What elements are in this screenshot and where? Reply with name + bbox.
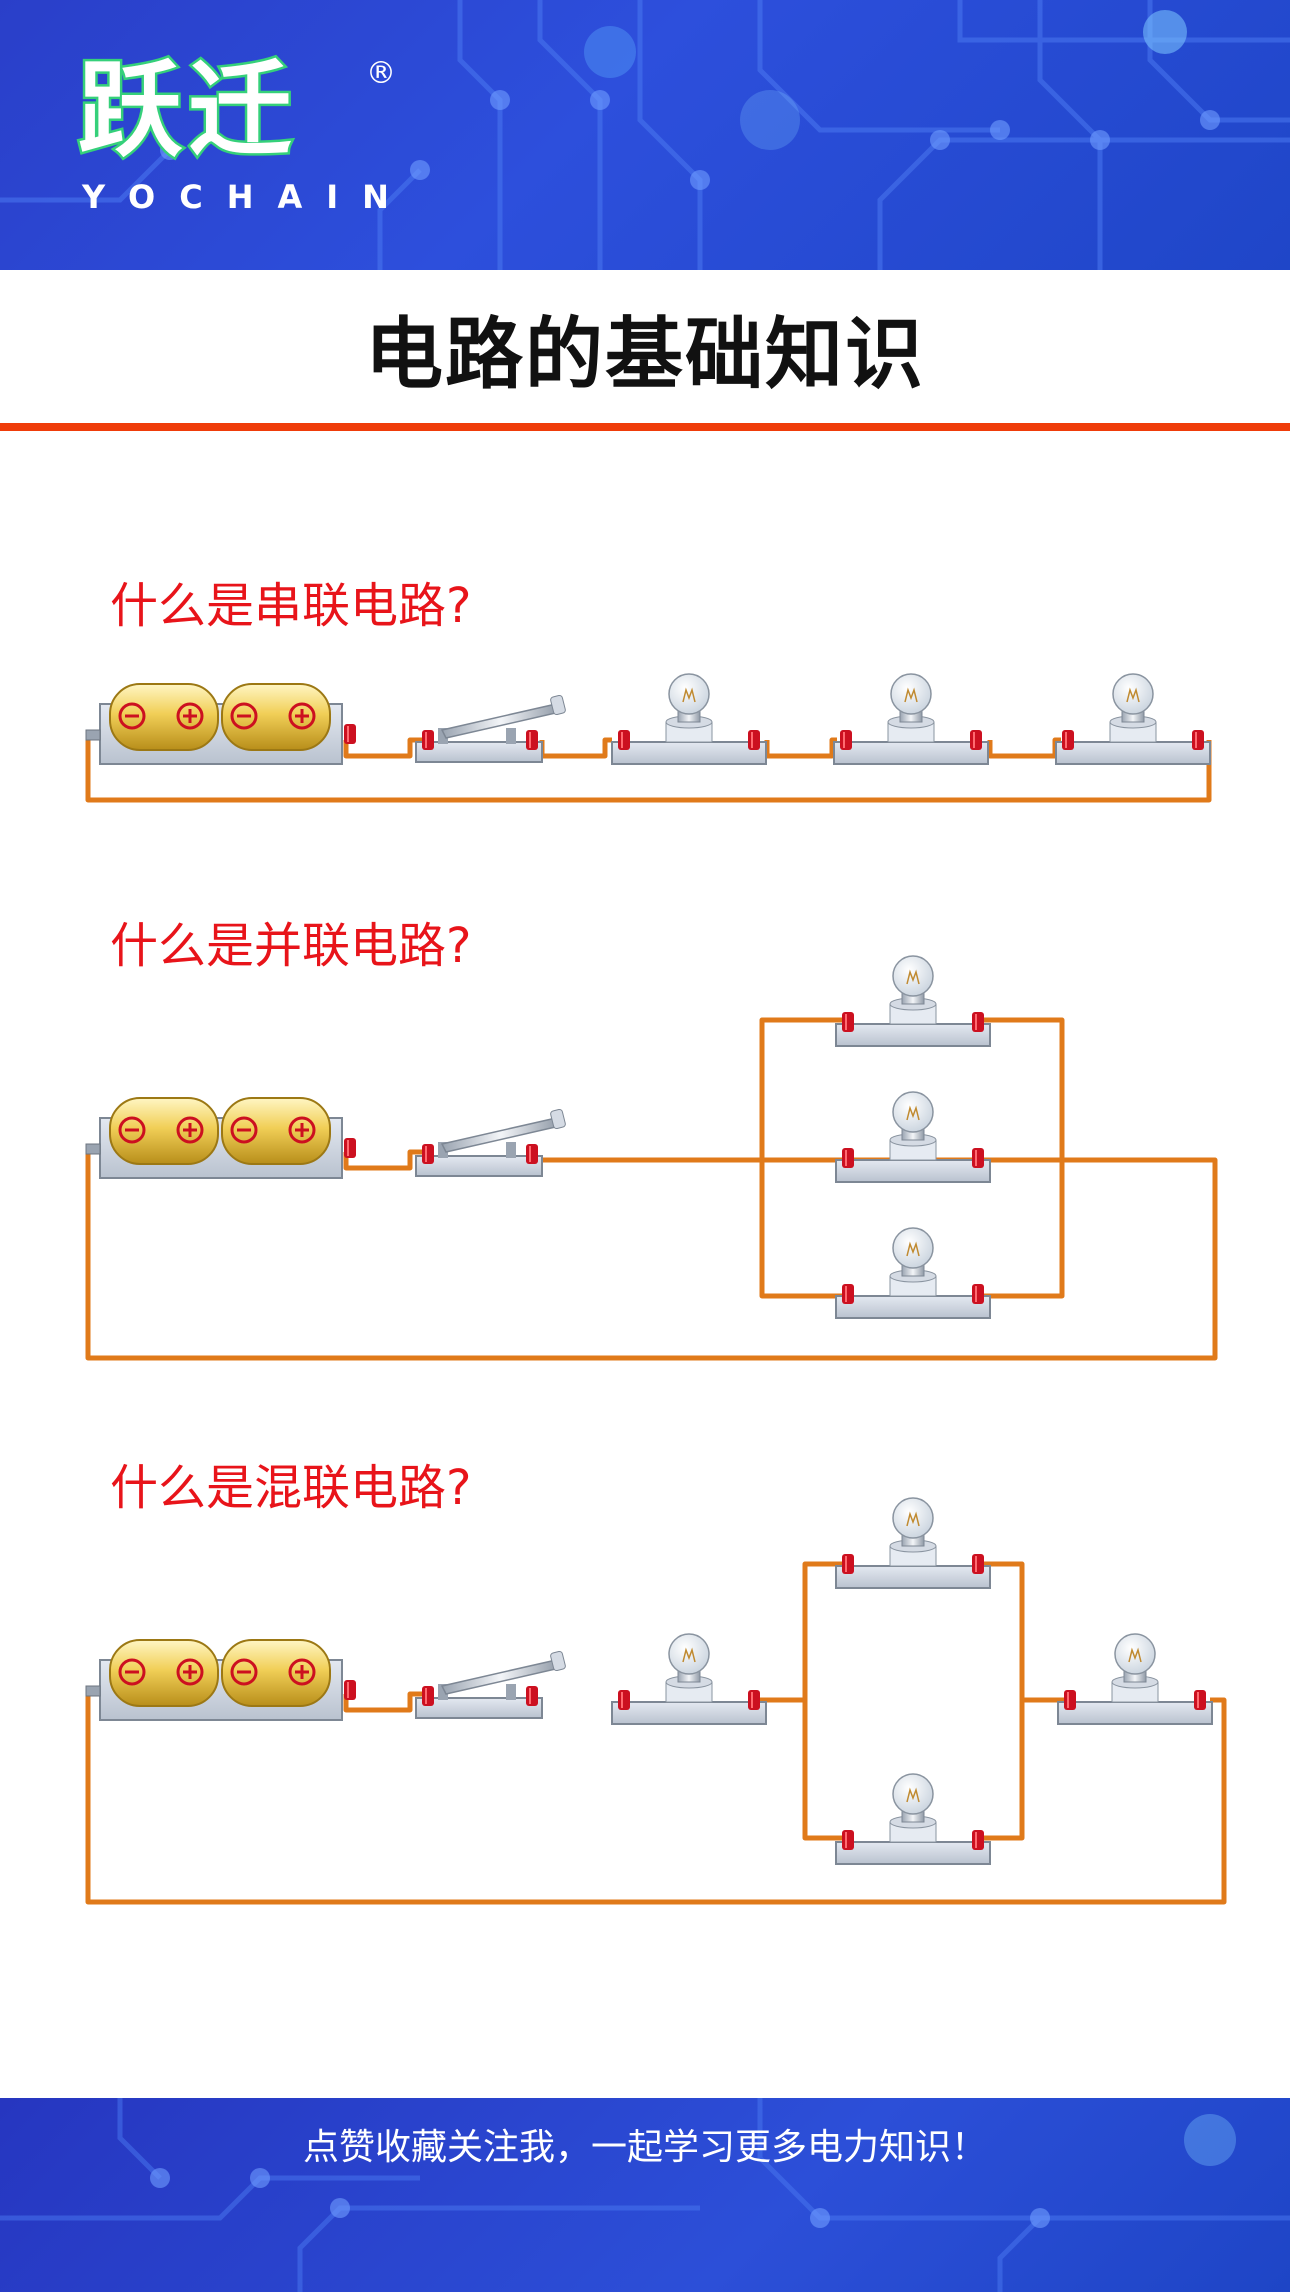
lamp-3 xyxy=(1056,674,1210,764)
battery-box xyxy=(86,1098,356,1178)
section-title-parallel: 什么是并联电路? xyxy=(110,918,472,974)
circuit-diagrams xyxy=(0,0,1227,1905)
lamp-series-1 xyxy=(612,1634,766,1724)
lamp-1 xyxy=(836,956,990,1046)
knife-switch xyxy=(416,1109,566,1176)
section-title-series: 什么是串联电路? xyxy=(110,578,472,634)
brand-logo: 跃迁 ® YOCHAIN xyxy=(75,49,398,222)
lamp-3 xyxy=(836,1228,990,1318)
lamp-parallel-top xyxy=(836,1498,990,1588)
header-banner: 跃迁 ® YOCHAIN xyxy=(0,0,1290,270)
title-divider xyxy=(0,423,1290,431)
lamp-1 xyxy=(612,674,766,764)
lamp-parallel-bottom xyxy=(836,1774,990,1864)
lamp-series-2 xyxy=(1058,1634,1212,1724)
page-title: 电路的基础知识 xyxy=(364,310,925,400)
knife-switch xyxy=(416,1651,566,1718)
brand-name-en: YOCHAIN xyxy=(82,178,413,216)
lamp-2 xyxy=(834,674,988,764)
footer-banner xyxy=(0,2098,1290,2292)
parallel-circuit xyxy=(86,956,1218,1361)
circuit-pattern-decoration xyxy=(0,0,1290,270)
footer-call-to-action: 点赞收藏关注我，一起学习更多电力知识！ xyxy=(302,2127,987,2168)
battery-box xyxy=(86,1640,356,1720)
series-circuit xyxy=(86,674,1212,803)
registered-mark: ® xyxy=(366,56,396,91)
lamp-2 xyxy=(836,1092,990,1182)
battery-box xyxy=(86,684,356,764)
brand-name-cn: 跃迁 xyxy=(75,49,299,171)
section-title-mixed: 什么是混联电路? xyxy=(110,1460,472,1516)
mixed-circuit xyxy=(86,1498,1227,1905)
circuit-pattern-decoration xyxy=(0,2098,1290,2292)
